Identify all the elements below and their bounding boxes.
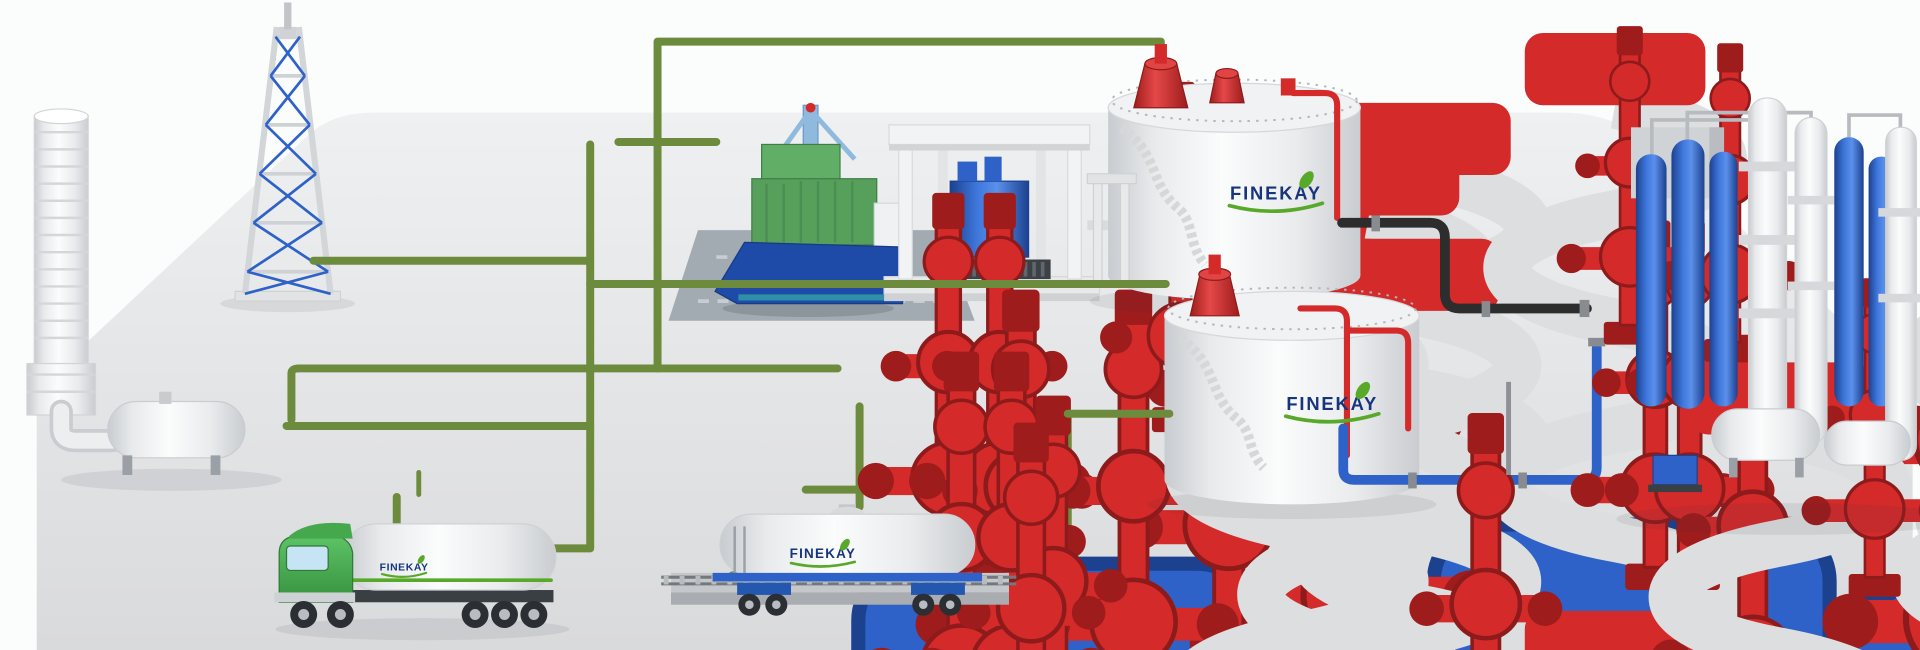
railcar-logo: FINEKAY <box>790 538 857 568</box>
white-column <box>1747 97 1788 456</box>
tower-lattice-braces <box>244 35 331 296</box>
green-pipe-collector-to-truck <box>549 140 595 553</box>
railcar-bogie <box>737 582 792 595</box>
tower-antenna <box>284 2 292 30</box>
brand-leaf-icon <box>1355 381 1371 400</box>
unit-pump <box>1652 454 1698 486</box>
tanker-truck: FINEKAY <box>274 522 570 641</box>
railcar-ladder <box>733 526 746 573</box>
tank1-red-unit <box>1209 67 1296 104</box>
ship-upper-deck <box>761 143 841 182</box>
brand-leaf-icon <box>1299 171 1314 189</box>
ship-cargo-deck <box>751 178 878 246</box>
communication-tower <box>220 2 356 313</box>
cargo-ship <box>714 102 912 305</box>
blue-column <box>1671 139 1705 409</box>
green-pipe-mid-manifold <box>287 364 842 424</box>
tank1-logo: FINEKAY <box>1227 171 1325 213</box>
green-pipelines-front <box>586 280 1174 418</box>
blue-column <box>1834 137 1864 407</box>
tank1-red-pipe <box>1290 89 1341 221</box>
tank2-red-pipe-main <box>1297 305 1350 459</box>
blue-column <box>1635 154 1667 407</box>
building-roof <box>888 124 1091 146</box>
railcar-brand-label: FINEKAY <box>790 546 856 561</box>
blue-column <box>1709 151 1738 407</box>
storage-tank-1: FINEKAY <box>1086 44 1379 316</box>
storage-tank-2: FINEKAY <box>1147 254 1437 520</box>
tank2-logo: FINEKAY <box>1283 381 1381 424</box>
distillation-column-unit <box>1616 97 1920 535</box>
base-drum <box>1711 408 1821 461</box>
railcar-bogie <box>911 582 965 595</box>
truck-logo: FINEKAY <box>380 555 429 578</box>
tank2-red-pipe-branch <box>1343 327 1412 432</box>
black-pipeline <box>1337 215 1592 318</box>
scrubber-drum <box>107 391 246 475</box>
flare-stack <box>26 108 282 491</box>
tank1-red-cyclone <box>1133 44 1189 109</box>
tank-area-valves <box>1382 25 1920 650</box>
tank1-brand-label: FINEKAY <box>1230 183 1322 204</box>
tank2-railing <box>1167 286 1417 331</box>
brand-leaf-icon <box>417 555 425 564</box>
truck-brand-label: FINEKAY <box>380 562 429 573</box>
tank2-brand-label: FINEKAY <box>1286 393 1378 414</box>
truck-window <box>285 545 329 572</box>
rail-tank-car: FINEKAY <box>661 504 1017 616</box>
brand-leaf-icon <box>840 538 850 551</box>
white-column <box>1794 116 1828 444</box>
tank1-spiral-stair <box>1118 123 1209 268</box>
truck-roof-deflector <box>288 522 353 539</box>
tank1-railing <box>1110 78 1358 123</box>
railcar-frame <box>712 572 983 582</box>
tank2-red-cyclone <box>1189 254 1240 317</box>
base-drum <box>1823 420 1911 466</box>
